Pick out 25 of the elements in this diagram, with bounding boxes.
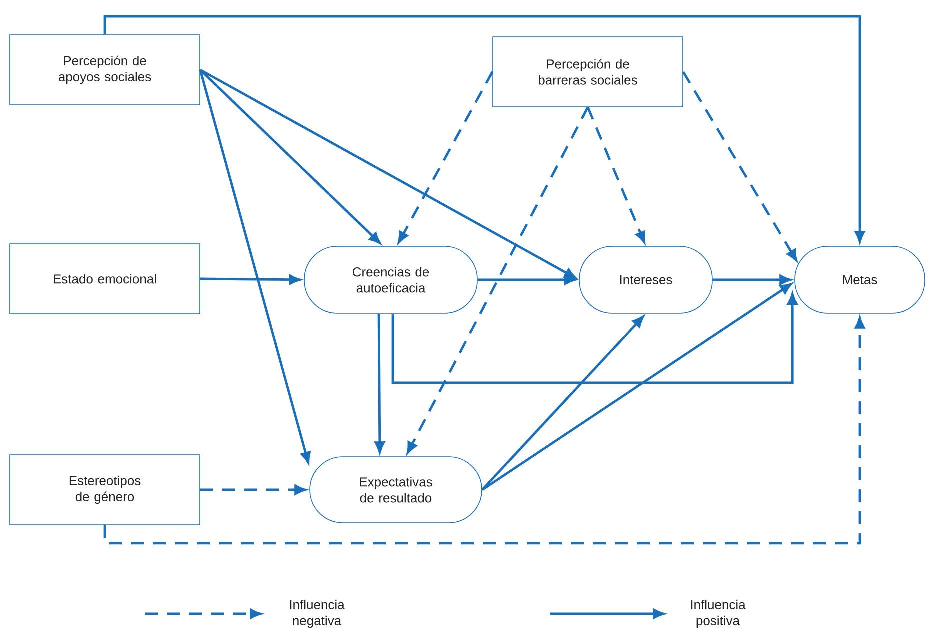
box: Percepción de apoyos sociales [10, 34, 200, 106]
arrow [104, 317, 866, 545]
arrow [482, 316, 644, 491]
arrow [392, 293, 798, 384]
legend-label: Influencia positiva [691, 600, 746, 628]
arrow [398, 71, 494, 244]
arrow [478, 274, 576, 286]
arrow [200, 484, 306, 496]
arrow [712, 274, 792, 286]
arrow [200, 68, 576, 279]
arrow [374, 314, 385, 454]
legend-label: Influencia negativa [290, 600, 345, 628]
rounded-box: Expectativas de resultado [310, 456, 482, 524]
arrow [682, 71, 798, 262]
arrow [199, 70, 311, 464]
arrow [200, 274, 301, 285]
rounded-box: Creencias de autoeficacia [304, 246, 478, 314]
arrow [482, 283, 792, 491]
arrow [104, 15, 866, 243]
rounded-box: Metas [794, 246, 926, 314]
arrow [406, 106, 590, 454]
box: Estereotipos de género [10, 454, 200, 526]
box: Percepción de barreras sociales [492, 36, 684, 108]
box: Estado emocional [10, 244, 200, 314]
rounded-box: Intereses [579, 246, 713, 314]
